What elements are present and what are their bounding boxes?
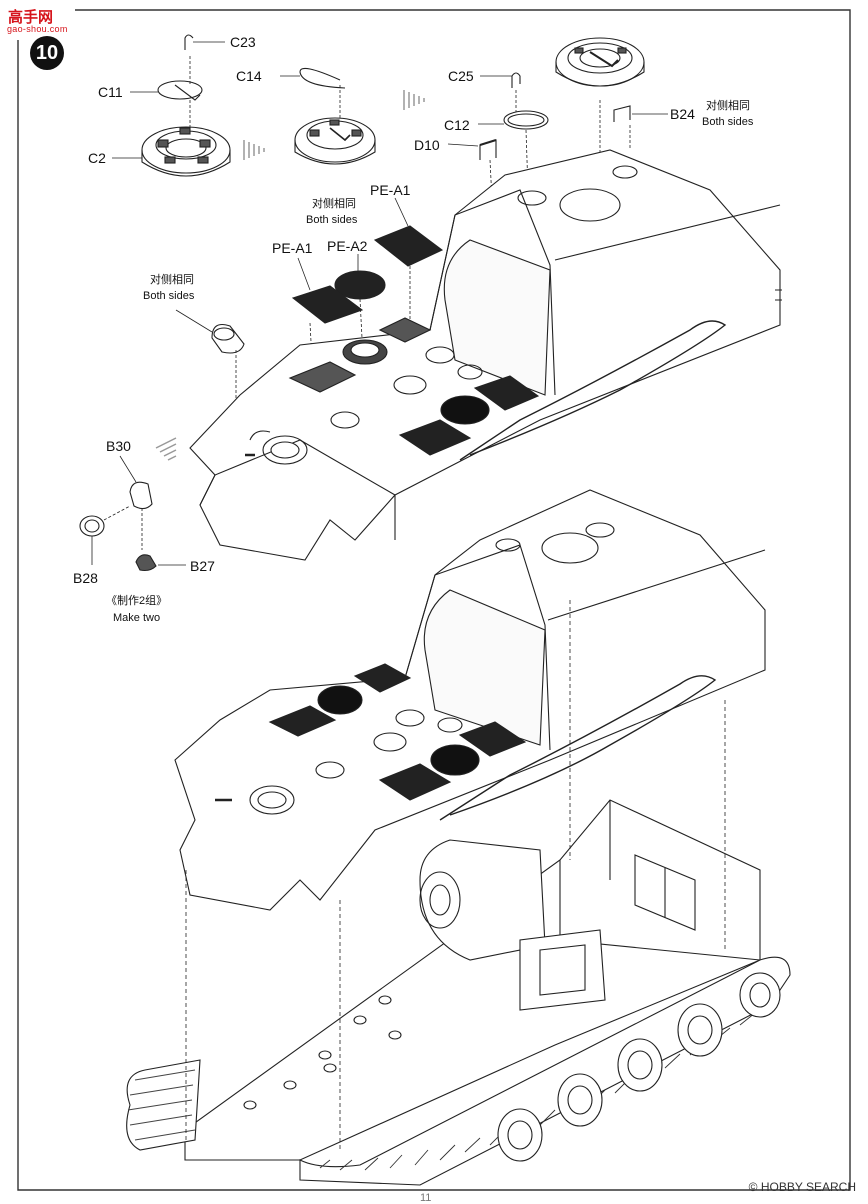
label-c2: C2 — [88, 150, 106, 166]
label-c14: C14 — [236, 68, 262, 84]
upper-hull-top — [189, 149, 782, 561]
page-number: 11 — [420, 1192, 432, 1204]
part-pe-a1-top — [373, 197, 444, 325]
label-c11: C11 — [98, 84, 123, 100]
label-b30: B30 — [106, 438, 131, 454]
note-make-two-en: Make two — [113, 612, 161, 624]
note-both-sides-en-pe: Both sides — [306, 214, 358, 226]
arrow-right-2 — [403, 90, 425, 110]
label-c12: C12 — [444, 117, 470, 133]
note-both-sides-cn-b24: 对侧相同 — [706, 100, 750, 112]
part-c11 — [130, 56, 203, 101]
label-b28: B28 — [73, 570, 98, 586]
part-b30 — [119, 455, 153, 550]
part-c25 — [480, 72, 521, 112]
note-both-sides-en-lamp: Both sides — [143, 290, 195, 302]
site-url: gao-shou.com — [7, 24, 68, 34]
part-b27 — [135, 554, 186, 572]
hobby-search-watermark: © HOBBY SEARCH — [748, 1180, 856, 1194]
part-c14 — [280, 67, 346, 89]
guide-lines — [185, 600, 726, 1150]
label-b24: B24 — [670, 106, 695, 122]
note-make-two-cn: 《制作2组》 — [106, 595, 168, 607]
part-b28 — [79, 505, 131, 565]
label-pe-a1-top: PE-A1 — [370, 182, 411, 198]
part-b24 — [613, 105, 668, 150]
label-b27: B27 — [190, 558, 215, 574]
arrow-right-3 — [155, 437, 177, 461]
label-d10: D10 — [414, 137, 440, 153]
note-both-sides-cn-lamp: 对侧相同 — [150, 274, 194, 286]
part-c23 — [184, 34, 225, 50]
upper-hull-assembled — [174, 489, 766, 911]
part-c2 — [112, 100, 231, 177]
part-pe-a2 — [334, 254, 386, 339]
step-number-badge: 10 — [30, 36, 64, 70]
label-pe-a2: PE-A2 — [327, 238, 368, 254]
label-c23: C23 — [230, 34, 256, 50]
label-c25: C25 — [448, 68, 474, 84]
chassis — [126, 799, 791, 1186]
site-logo: 高手网 — [8, 9, 54, 26]
part-d10 — [447, 139, 497, 201]
note-both-sides-cn-pe: 对侧相同 — [312, 198, 356, 210]
part-lamp — [175, 309, 245, 405]
arrow-right-1 — [243, 140, 265, 160]
part-c2-assembled — [294, 85, 376, 165]
label-pe-a1: PE-A1 — [272, 240, 313, 256]
note-both-sides-en-b24: Both sides — [702, 116, 754, 128]
